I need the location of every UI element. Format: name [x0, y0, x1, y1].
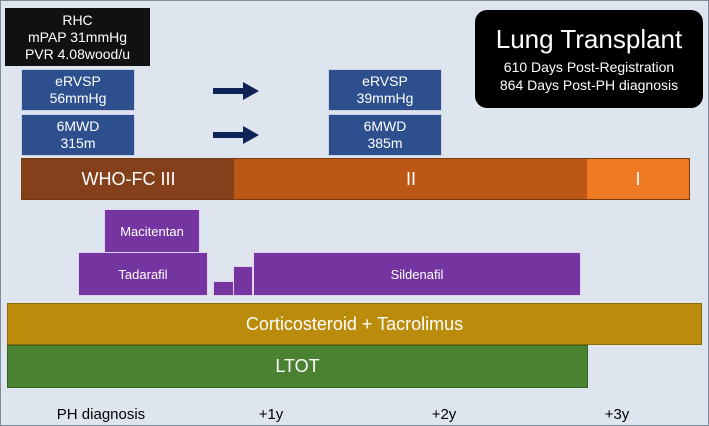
- rhc-pvr: PVR 4.08wood/u: [24, 45, 131, 62]
- 6mwd-after-value: 385m: [367, 135, 403, 151]
- 6mwd-before-value: 315m: [60, 135, 96, 151]
- ervsp-after-label: eRVSP: [362, 73, 408, 89]
- ervsp-before-label: eRVSP: [55, 73, 101, 89]
- corticosteroid-tacrolimus-bar: Corticosteroid + Tacrolimus: [7, 303, 702, 345]
- 6mwd-after-box: 6MWD 385m: [328, 114, 442, 156]
- 6mwd-after-label: 6MWD: [363, 118, 407, 134]
- 6mwd-before-label: 6MWD: [56, 118, 100, 134]
- who-fc-class-1-bar: I: [587, 158, 690, 200]
- sildenafil-bar: Sildenafil: [253, 252, 581, 296]
- days-post-registration: 610 Days Post-Registration: [503, 59, 675, 75]
- macitentan-bar: Macitentan: [104, 209, 200, 253]
- who-fc-class-2-bar: II: [234, 158, 588, 200]
- sildenafil-titration-step-1: [213, 281, 235, 296]
- ervsp-before-value: 56mmHg: [49, 90, 107, 106]
- tadalafil-bar: Tadarafil: [78, 252, 208, 296]
- who-fc-class-3-bar: WHO-FC III: [21, 158, 235, 200]
- rhc-mpap: mPAP 31mmHg: [27, 28, 128, 45]
- right-arrow-icon: [213, 82, 259, 100]
- right-arrow-icon: [213, 126, 259, 144]
- timeline-label-1y: +1y: [258, 406, 284, 423]
- lung-transplant-box: Lung Transplant 610 Days Post-Registrati…: [475, 10, 703, 108]
- rhc-box: RHC mPAP 31mmHg PVR 4.08wood/u: [5, 8, 150, 66]
- sildenafil-titration-step-2: [233, 266, 253, 296]
- timeline-label-3y: +3y: [604, 406, 630, 423]
- 6mwd-before-box: 6MWD 315m: [21, 114, 135, 156]
- ervsp-before-box: eRVSP 56mmHg: [21, 69, 135, 111]
- rhc-label: RHC: [62, 11, 93, 28]
- lung-transplant-title: Lung Transplant: [495, 24, 683, 54]
- timeline-label-2y: +2y: [431, 406, 457, 423]
- days-post-diagnosis: 864 Days Post-PH diagnosis: [499, 77, 679, 93]
- ervsp-after-box: eRVSP 39mmHg: [328, 69, 442, 111]
- ervsp-after-value: 39mmHg: [356, 90, 414, 106]
- timeline-label-ph-diagnosis: PH diagnosis: [56, 406, 146, 423]
- ltot-bar: LTOT: [7, 345, 588, 388]
